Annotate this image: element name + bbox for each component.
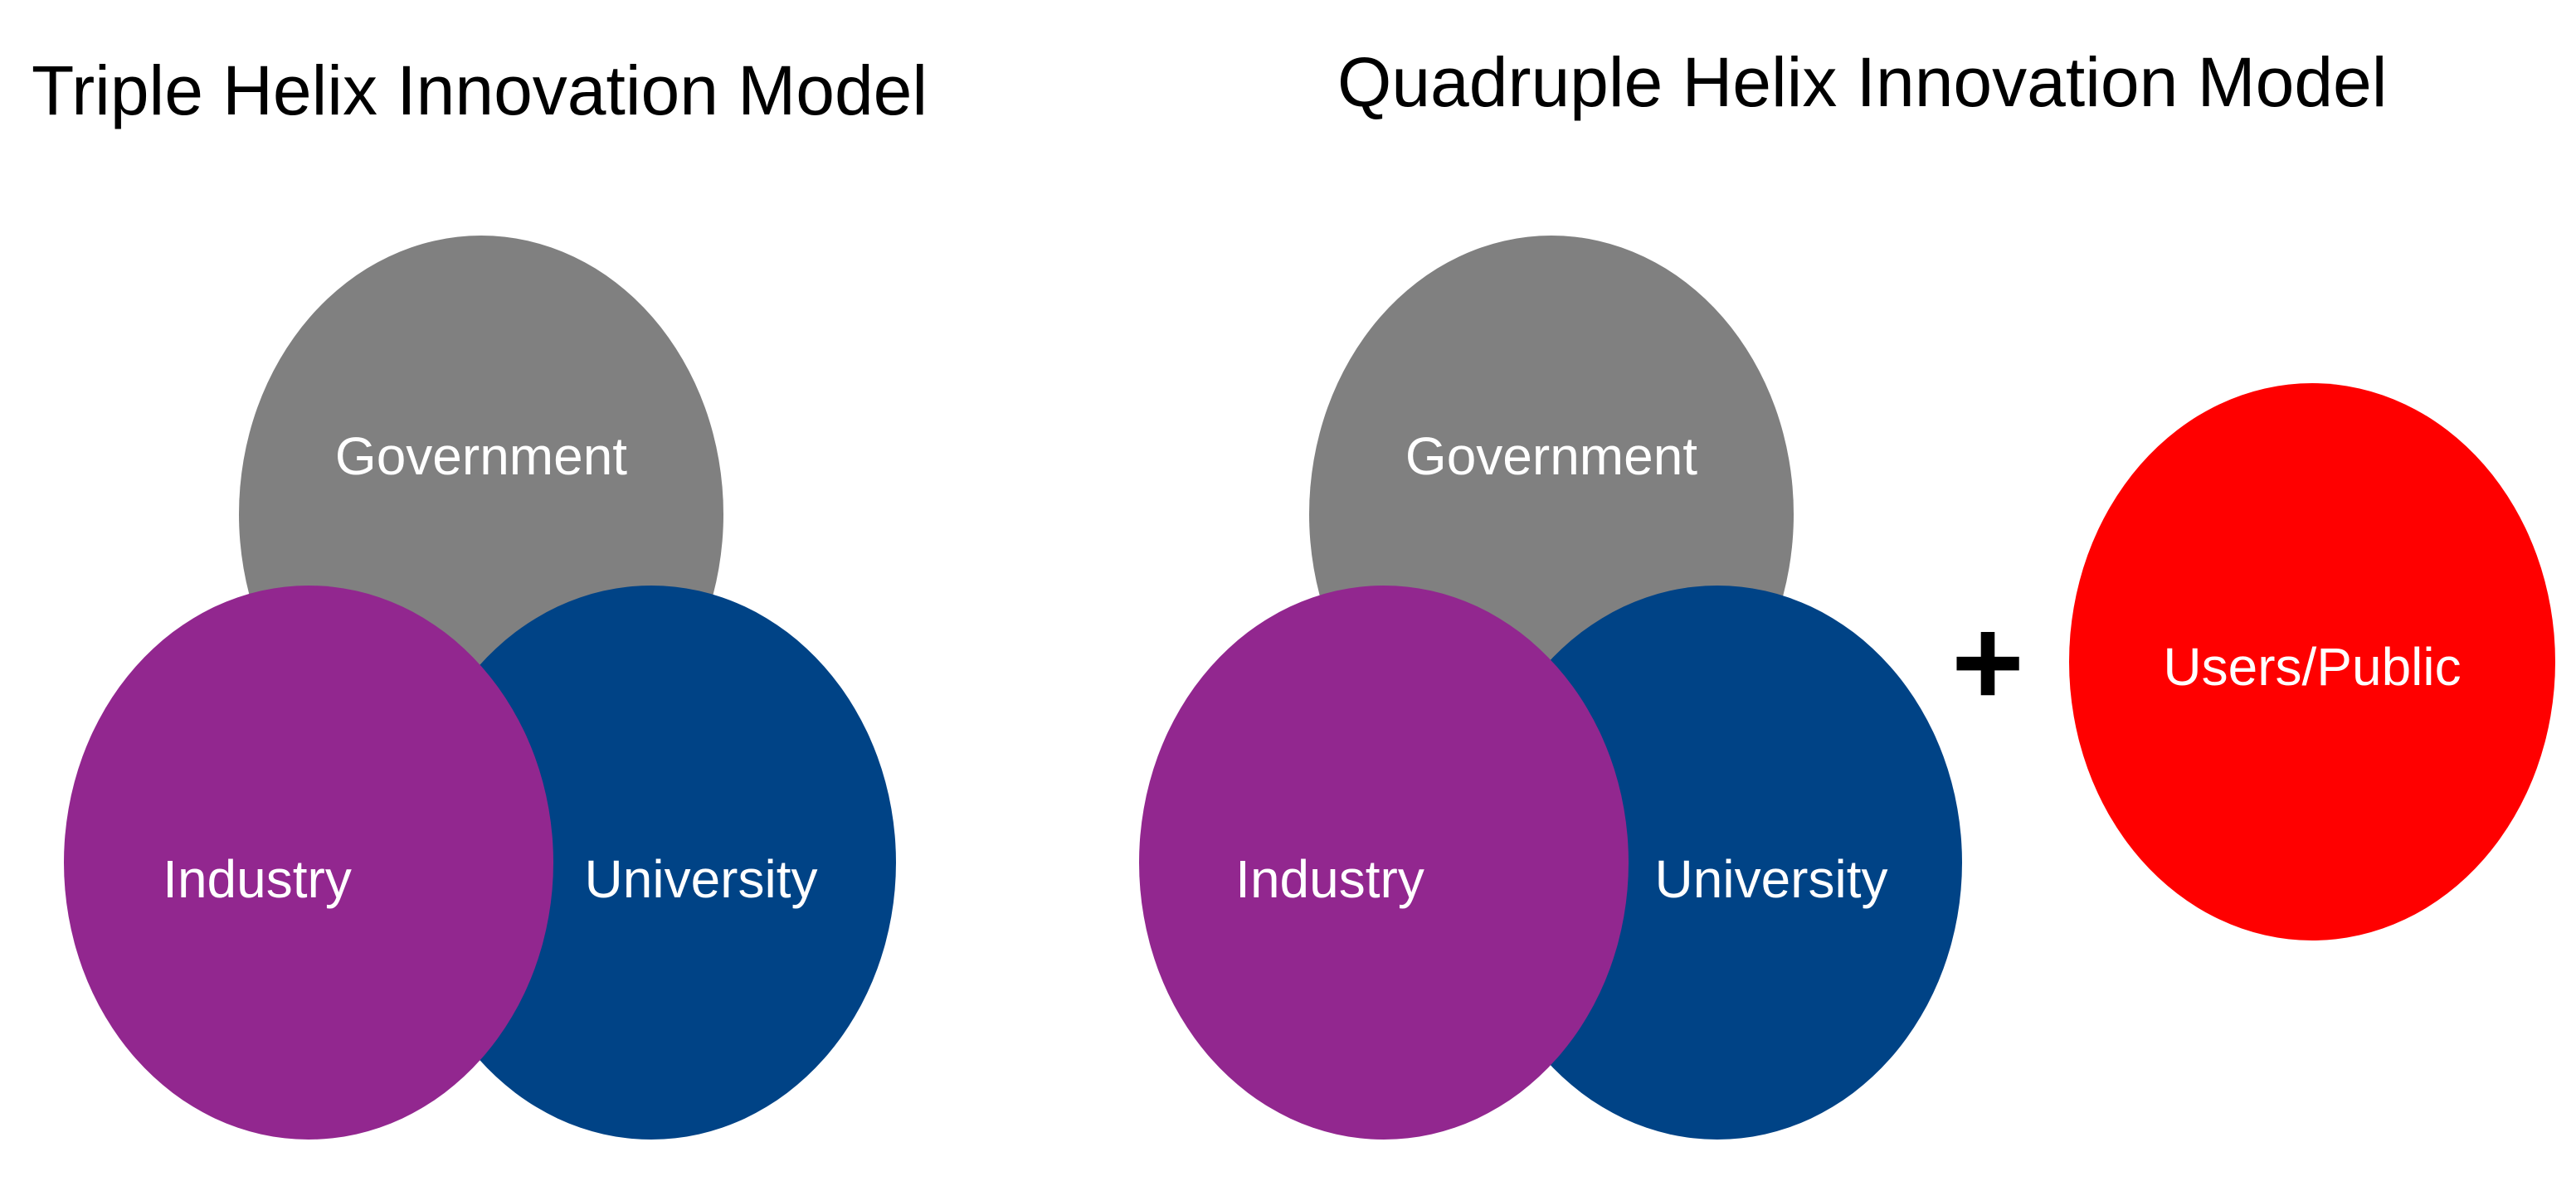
triple-university-circle <box>407 586 896 1140</box>
plus-symbol: + <box>1951 592 2024 731</box>
triple-helix-title: Triple Helix Innovation Model <box>32 51 928 129</box>
quadruple-industry-label: Industry <box>1235 849 1424 909</box>
triple-university-label: University <box>585 849 818 909</box>
triple-industry-circle <box>64 586 553 1140</box>
triple-industry-label: Industry <box>163 849 352 909</box>
triple-helix-model: Triple Helix Innovation Model Government… <box>32 51 928 1140</box>
quadruple-helix-title: Quadruple Helix Innovation Model <box>1337 43 2387 121</box>
quadruple-industry-circle <box>1139 586 1629 1140</box>
triple-government-label: Government <box>335 426 627 486</box>
quadruple-university-label: University <box>1655 849 1888 909</box>
quadruple-government-label: Government <box>1405 426 1697 486</box>
quadruple-helix-model: Quadruple Helix Innovation Model Governm… <box>1139 43 2555 1140</box>
quadruple-users-public-circle <box>2069 383 2555 940</box>
quadruple-users-public-label: Users/Public <box>2163 637 2461 697</box>
